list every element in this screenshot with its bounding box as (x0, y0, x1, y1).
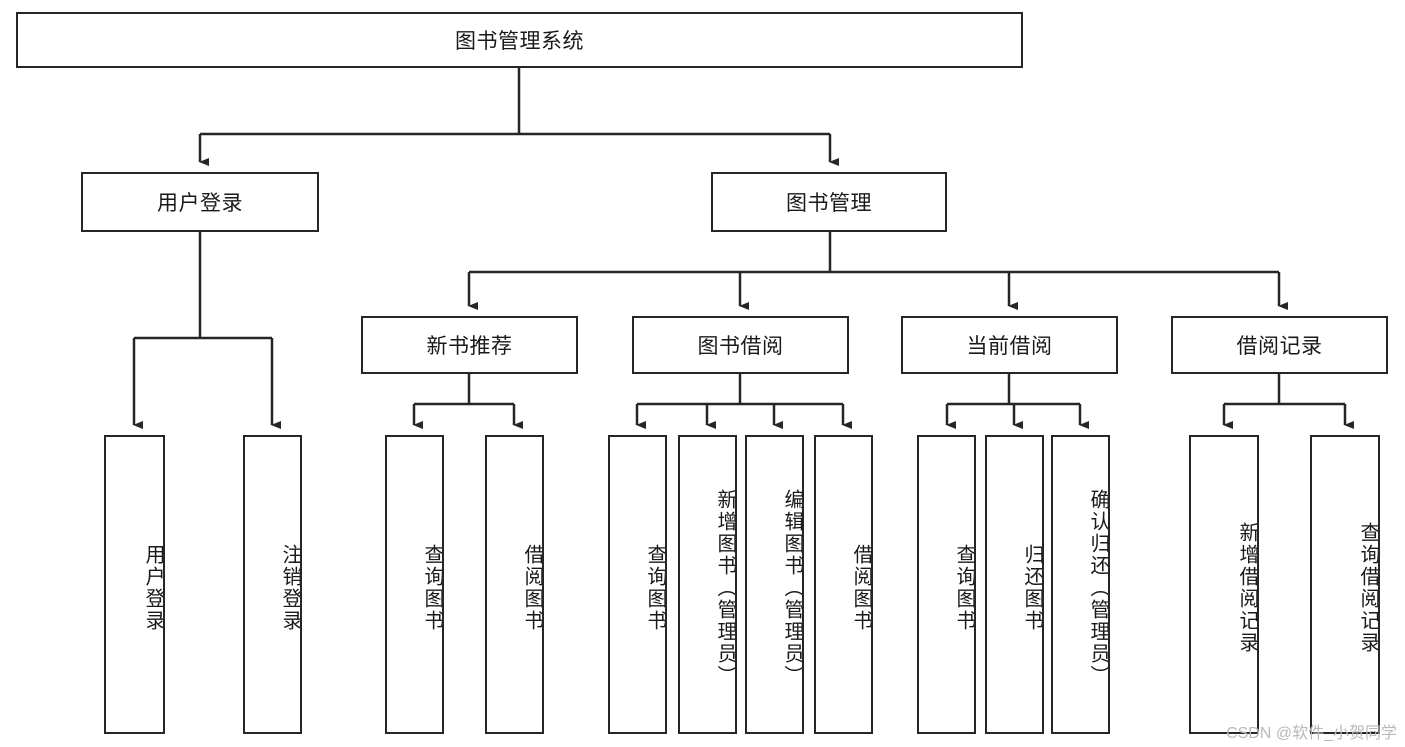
node-book-borrow[interactable]: 图书借阅 (632, 316, 849, 374)
node-leaf-query-book-recommend[interactable]: 查询图书 (385, 435, 444, 734)
csdn-watermark: CSDN @软件_小贺同学 (1226, 725, 1397, 742)
node-new-book-recommend[interactable]: 新书推荐 (361, 316, 578, 374)
node-borrow-record[interactable]: 借阅记录 (1171, 316, 1388, 374)
node-leaf-user-login[interactable]: 用户登录 (104, 435, 165, 734)
node-leaf-add-record[interactable]: 新增借阅记录 (1189, 435, 1259, 734)
node-user-login[interactable]: 用户登录 (81, 172, 319, 232)
node-book-manage[interactable]: 图书管理 (711, 172, 947, 232)
node-leaf-borrow-book-recommend[interactable]: 借阅图书 (485, 435, 544, 734)
node-root[interactable]: 图书管理系统 (16, 12, 1023, 68)
node-leaf-logout[interactable]: 注销登录 (243, 435, 302, 734)
node-leaf-add-book[interactable]: 新增图书（管理员） (678, 435, 737, 734)
node-leaf-edit-book[interactable]: 编辑图书（管理员） (745, 435, 804, 734)
node-leaf-confirm-return[interactable]: 确认归还（管理员） (1051, 435, 1110, 734)
node-leaf-return-book[interactable]: 归还图书 (985, 435, 1044, 734)
node-leaf-query-record[interactable]: 查询借阅记录 (1310, 435, 1380, 734)
node-current-borrow[interactable]: 当前借阅 (901, 316, 1118, 374)
node-leaf-query-book-borrow[interactable]: 查询图书 (608, 435, 667, 734)
node-leaf-borrow-book[interactable]: 借阅图书 (814, 435, 873, 734)
node-leaf-query-book-current[interactable]: 查询图书 (917, 435, 976, 734)
